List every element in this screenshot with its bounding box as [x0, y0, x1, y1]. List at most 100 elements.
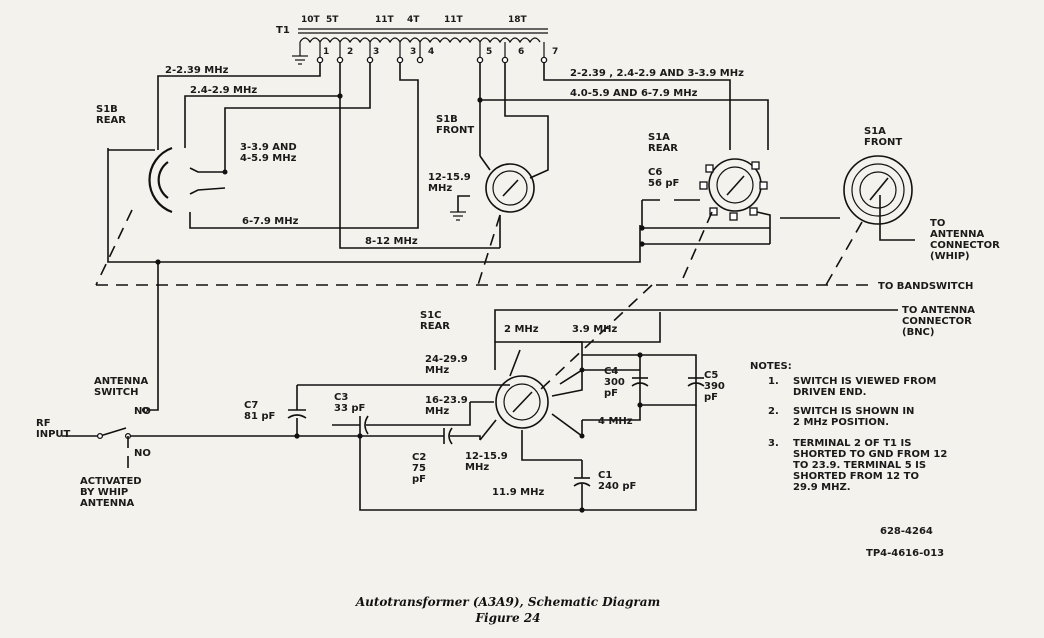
tap-3b-terminal [396, 56, 404, 64]
label-band-2-2.39: 2-2.39 MHz [165, 65, 229, 76]
tap-number-4: 4 [428, 47, 434, 57]
note-3-number: 3. [768, 438, 779, 449]
upper-wiring [107, 62, 915, 411]
s1a-front-ring-2 [851, 163, 905, 217]
lower-capacitors [62, 354, 705, 511]
s1a-rear-contact-2 [699, 181, 708, 190]
wire-6-7.9 [189, 62, 419, 229]
wire-tap6-s1b-front [504, 62, 549, 150]
wire-to-bnc [494, 309, 898, 342]
label-no-2: NO [134, 448, 151, 459]
switch-s1a-front [843, 155, 913, 225]
label-s1c-2mhz: 2 MHz [504, 324, 539, 335]
label-band-2.4-2.9: 2.4-2.9 MHz [190, 85, 257, 96]
s1b-front-inner [492, 170, 528, 206]
tap-number-2: 2 [347, 47, 353, 57]
s1b-front-outer [485, 163, 535, 213]
wire-2-2.39 [157, 62, 321, 150]
figure-caption: Autotransformer (A3A9), Schematic Diagra… [355, 595, 660, 625]
c1-plate-2 [573, 482, 591, 487]
ref-code-1: 628-4264 [880, 526, 933, 537]
winding-label-11t-b: 11T [444, 15, 464, 25]
wire-2-3.9-top [543, 62, 731, 150]
c7-plate-2 [287, 414, 307, 419]
notes-heading: NOTES: [750, 361, 792, 372]
wire-2.4-2.9 [184, 62, 341, 148]
wire-s1c-top [560, 312, 661, 343]
wire-s1b-front-ground [457, 195, 470, 212]
label-band-8-12: 8-12 MHz [365, 236, 418, 247]
transformer-t1: T1 10T 5T 11T 4T 11T 18T 1 2 3 3 4 [276, 15, 558, 65]
s1a-rear-contact-3 [709, 207, 718, 216]
transformer-coil [299, 37, 541, 44]
tap-number-7: 7 [552, 47, 558, 57]
switch-s1a-rear [699, 158, 771, 244]
s1a-rear-contact-7 [751, 161, 760, 170]
tap-number-5: 5 [486, 47, 492, 57]
note-2-number: 2. [768, 406, 779, 417]
wire-s1a-front-to-whip [879, 195, 915, 241]
switch-s1b-front [479, 150, 549, 248]
wire-4.0-7.9 [479, 62, 769, 150]
t1-label: T1 [276, 25, 290, 36]
c3-plate-2 [364, 415, 369, 435]
link-s1b-front [477, 214, 501, 286]
tap-7-terminal [540, 56, 548, 64]
s1c-contact-2mhz [494, 341, 583, 385]
s1c-contact-4 [551, 413, 583, 438]
c2-plate-2 [448, 427, 453, 445]
s1b-front-contact-right [529, 150, 549, 179]
link-s1c-rear [539, 284, 653, 391]
tap-number-3a: 3 [373, 47, 379, 57]
s1b-rear-rotor-arc [148, 146, 173, 214]
label-s1c-4mhz: 4 MHz [598, 416, 633, 427]
s1a-rear-wiper [726, 175, 745, 196]
note-1-number: 1. [768, 376, 779, 387]
ref-code-2: TP4-4616-013 [866, 548, 944, 559]
s1a-rear-lead-r [756, 211, 771, 228]
caption-title: Autotransformer (A3A9), Schematic Diagra… [355, 595, 660, 609]
label-band-6-7.9: 6-7.9 MHz [242, 216, 299, 227]
s1b-front-contact-left [479, 155, 491, 171]
s1a-rear-contact-4 [729, 212, 738, 221]
s1b-front-wiper [502, 179, 519, 197]
link-s1a-front [825, 221, 863, 286]
c4-c5-network [582, 354, 697, 406]
winding-label-10t: 10T [301, 15, 321, 25]
s1a-front-inner [859, 171, 897, 209]
label-to-bandswitch: TO BANDSWITCH [878, 281, 973, 292]
label-no-1: NO [134, 406, 151, 417]
winding-label-5t: 5T [326, 15, 339, 25]
